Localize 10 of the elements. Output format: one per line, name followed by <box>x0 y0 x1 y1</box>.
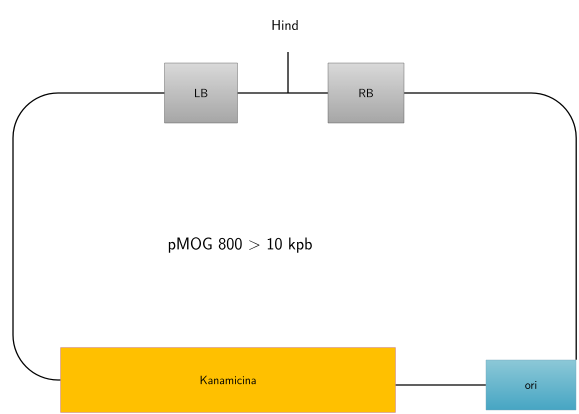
plasmid-name: pMOG 800 > 10 kpb <box>168 237 312 253</box>
origin-box: ori <box>486 360 576 410</box>
plasmid-line <box>12 92 164 381</box>
plasmid-line <box>396 384 486 386</box>
plasmid-line <box>238 92 328 94</box>
gene-box: Kanamicina <box>60 347 396 413</box>
border-box: RB <box>328 62 404 124</box>
plasmid-line <box>404 92 577 360</box>
site-label: Hind <box>272 20 298 30</box>
border-box: LB <box>164 62 238 124</box>
